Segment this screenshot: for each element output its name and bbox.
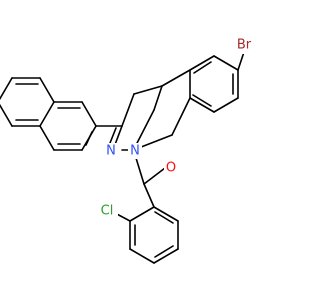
chlorine-label: Cl — [101, 204, 114, 219]
label-mask — [128, 143, 142, 159]
bond — [213, 55, 239, 71]
label-mask — [231, 36, 257, 54]
bond — [143, 167, 166, 185]
bond — [121, 93, 135, 127]
bond — [237, 51, 245, 71]
bond — [153, 85, 163, 111]
bond — [133, 85, 163, 95]
bond — [189, 97, 215, 113]
atom-labels: Br Cl O N N — [96, 36, 257, 220]
molecule-drawing: Br Cl O N N — [0, 36, 257, 264]
bond — [0, 77, 13, 101]
bond — [213, 97, 239, 113]
bond-lines — [0, 51, 245, 264]
bond — [0, 103, 13, 127]
bond — [192, 94, 212, 107]
nitrogen-label-2: N — [130, 144, 140, 159]
bond — [129, 248, 155, 264]
bond — [143, 183, 155, 208]
bond — [133, 109, 155, 150]
bond — [154, 245, 174, 258]
bond — [129, 206, 155, 222]
bond — [81, 101, 97, 127]
bond — [135, 157, 145, 185]
nitrogen-label-1: N — [106, 144, 116, 159]
bond — [189, 55, 215, 71]
oxygen-label: O — [166, 161, 176, 176]
label-mask — [96, 202, 118, 220]
structure-canvas: Br Cl O N N — [0, 36, 257, 264]
label-mask — [104, 143, 118, 159]
bond — [193, 61, 212, 74]
bond — [39, 77, 55, 103]
bond — [171, 97, 191, 136]
bromine-label: Br — [237, 38, 252, 53]
bond — [161, 69, 191, 87]
bond — [153, 206, 179, 222]
bond — [85, 131, 93, 146]
label-mask — [164, 160, 178, 176]
bond — [153, 248, 179, 264]
bond — [39, 125, 55, 151]
bond — [39, 101, 55, 127]
bond — [154, 211, 174, 224]
